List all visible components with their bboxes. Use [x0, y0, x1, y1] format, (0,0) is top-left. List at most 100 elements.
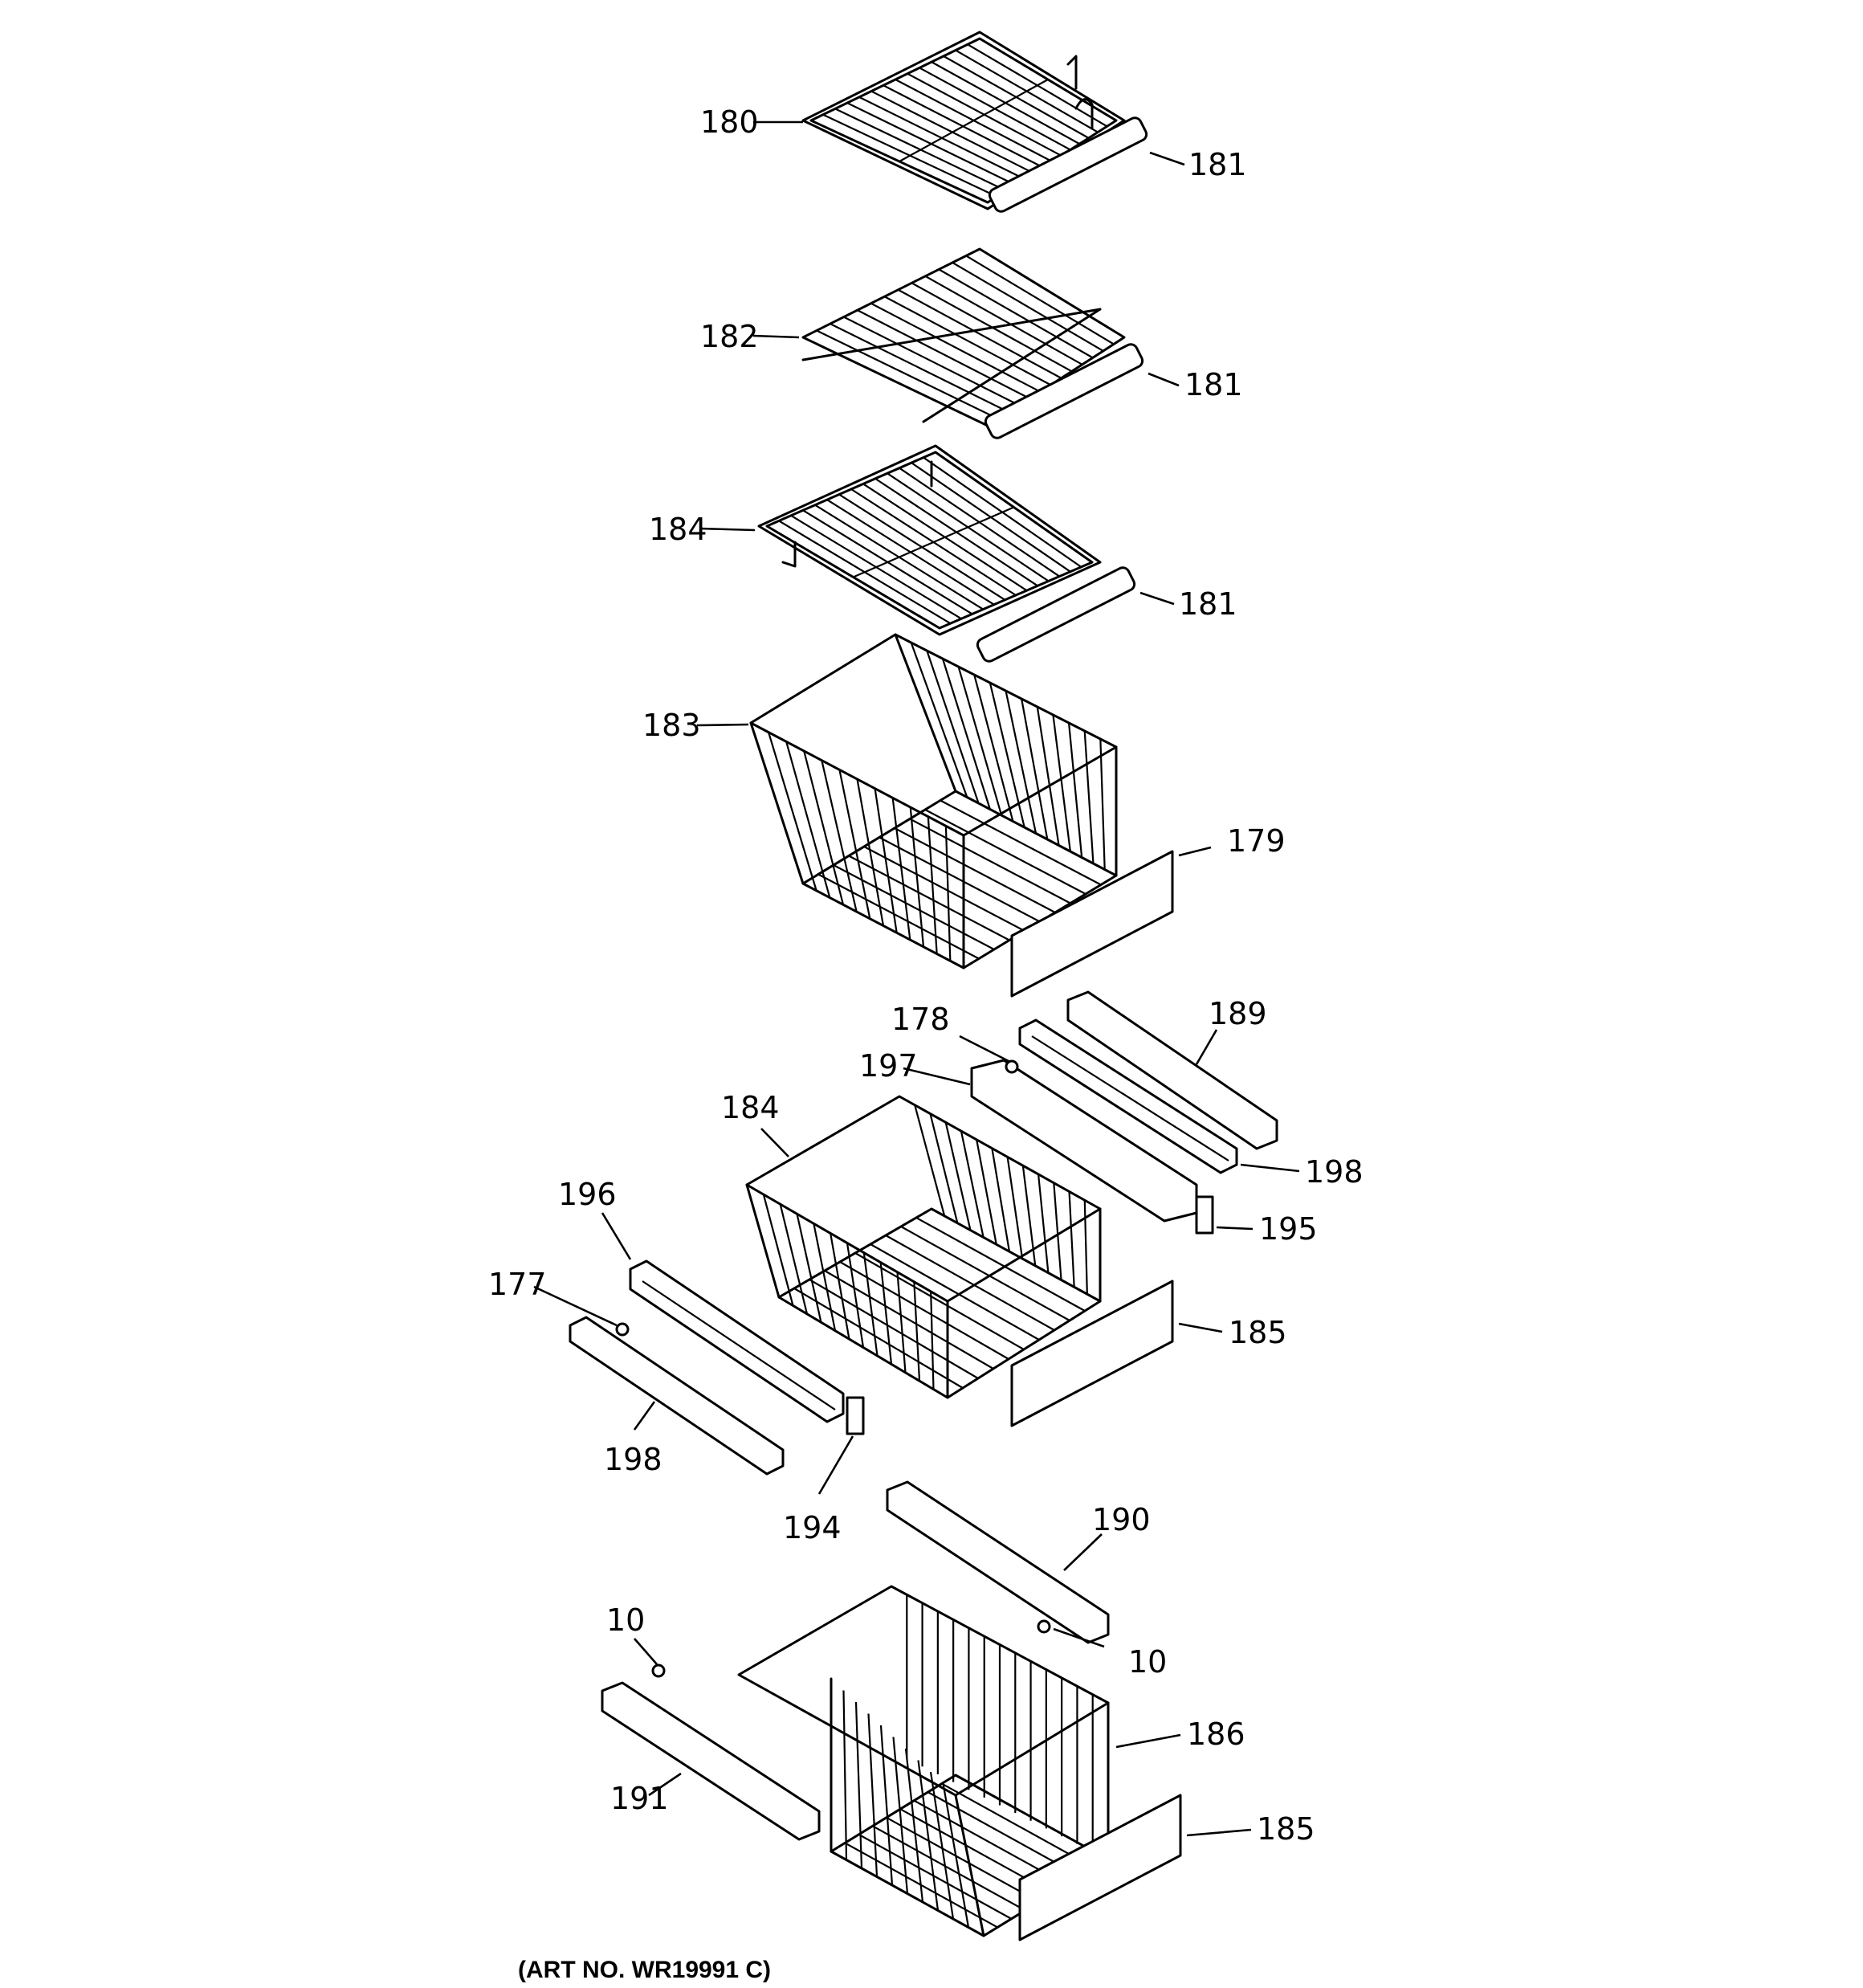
basket-wire: [891, 798, 911, 941]
callout-177: 177: [488, 1267, 547, 1302]
basket-wire: [862, 1252, 879, 1357]
basket-wire: [909, 806, 925, 947]
wire: [938, 268, 1094, 359]
basket-183-drawing: [749, 633, 1174, 998]
callout-183: 183: [642, 708, 701, 743]
basket-wire: [879, 836, 1041, 923]
basket-wire: [904, 1748, 924, 1903]
callout-labels: 180 181 182 181 184 181 183 179 178 189 …: [488, 104, 1364, 1847]
basket-184-drawing: [569, 990, 1278, 1476]
basket-wire: [960, 1130, 984, 1238]
basket-wire: [1021, 1165, 1037, 1266]
basket-wire: [824, 1270, 994, 1370]
basket-wire: [858, 1833, 1012, 1920]
basket-wire: [900, 1226, 1070, 1321]
callout-182: 182: [700, 319, 759, 354]
callout-178: 178: [891, 1002, 950, 1037]
basket-wire: [1053, 1182, 1062, 1280]
basket-wire: [973, 674, 1014, 822]
wire: [884, 296, 1051, 386]
basket-wire: [838, 769, 871, 919]
basket-wire: [976, 1139, 997, 1245]
basket-wire: [854, 1701, 863, 1869]
callout-194: 194: [783, 1510, 842, 1545]
basket-wire: [872, 1825, 1026, 1912]
wire: [965, 255, 1115, 345]
basket-wire: [839, 1261, 1009, 1360]
callout-181-c: 181: [1179, 586, 1237, 622]
basket-wire: [940, 799, 1102, 886]
basket-wire: [914, 1104, 946, 1217]
wire: [924, 275, 1083, 365]
callout-10-a: 10: [606, 1602, 645, 1638]
wire: [830, 323, 1009, 414]
callout-189: 189: [1209, 996, 1267, 1031]
callout-180: 180: [700, 104, 759, 140]
callout-198-b: 198: [604, 1442, 662, 1477]
basket-wire: [803, 750, 845, 905]
basket-wire: [1005, 690, 1037, 834]
basket-wire: [779, 1203, 809, 1315]
basket-wire: [909, 818, 1071, 904]
basket-wire: [1021, 698, 1049, 840]
basket-wire: [817, 873, 980, 960]
callout-190: 190: [1092, 1502, 1151, 1537]
basket-wire: [856, 778, 885, 926]
basket-wire: [941, 658, 991, 810]
basket-wire: [989, 682, 1025, 828]
callout-186: 186: [1187, 1717, 1245, 1752]
basket-wire: [768, 732, 817, 892]
callout-10-b: 10: [1128, 1644, 1167, 1680]
basket-wire: [924, 809, 1086, 895]
basket-wire: [944, 1122, 972, 1231]
basket-wire: [1037, 1174, 1050, 1273]
art-number: (ART NO. WR19991 C): [518, 1957, 771, 1983]
wire: [857, 309, 1030, 400]
basket-wire: [885, 1235, 1055, 1331]
basket-wire: [927, 816, 938, 954]
basket-wire: [1083, 1200, 1088, 1295]
wire: [816, 329, 999, 420]
basket-wire: [1068, 1191, 1075, 1288]
basket-wire: [870, 1243, 1040, 1341]
callout-181-a: 181: [1188, 147, 1247, 182]
basket-wire: [833, 864, 995, 950]
basket-wire: [1083, 730, 1095, 864]
callout-197: 197: [859, 1048, 918, 1084]
callout-184-b: 184: [721, 1090, 780, 1125]
callout-179: 179: [1227, 823, 1286, 859]
basket-wire: [785, 741, 831, 898]
basket-wire: [894, 827, 1056, 913]
basket-wire: [830, 1233, 850, 1340]
basket-wire: [762, 1194, 794, 1306]
basket-wire: [874, 788, 898, 933]
basket-wire: [910, 642, 968, 798]
basket-wire: [863, 846, 1025, 932]
basket-wire: [867, 1713, 879, 1877]
shelf-182-drawing: [801, 247, 1144, 439]
basket-wire: [1052, 714, 1071, 852]
basket-wire: [793, 1288, 964, 1389]
basket-wire: [879, 1725, 894, 1886]
basket-186-drawing: [601, 1480, 1182, 1941]
basket-wire: [879, 1262, 893, 1365]
callout-185-b: 185: [1257, 1811, 1315, 1847]
callout-185-a: 185: [1229, 1315, 1287, 1350]
wire: [853, 506, 1014, 578]
basket-wire: [917, 1760, 940, 1911]
basket-wire: [913, 1281, 921, 1382]
basket-wire: [813, 1223, 837, 1331]
basket-wire: [844, 1842, 998, 1929]
basket-wire: [991, 1148, 1011, 1252]
shelf-184-drawing: [757, 444, 1136, 663]
wire: [843, 316, 1020, 406]
basket-wire: [944, 826, 952, 961]
basket-wire: [821, 760, 858, 912]
callout-196: 196: [558, 1177, 617, 1212]
basket-wire: [886, 1816, 1040, 1903]
basket-wire: [854, 1252, 1025, 1350]
wire: [899, 79, 1049, 162]
callout-191: 191: [610, 1781, 669, 1816]
basket-wire: [842, 1690, 848, 1860]
